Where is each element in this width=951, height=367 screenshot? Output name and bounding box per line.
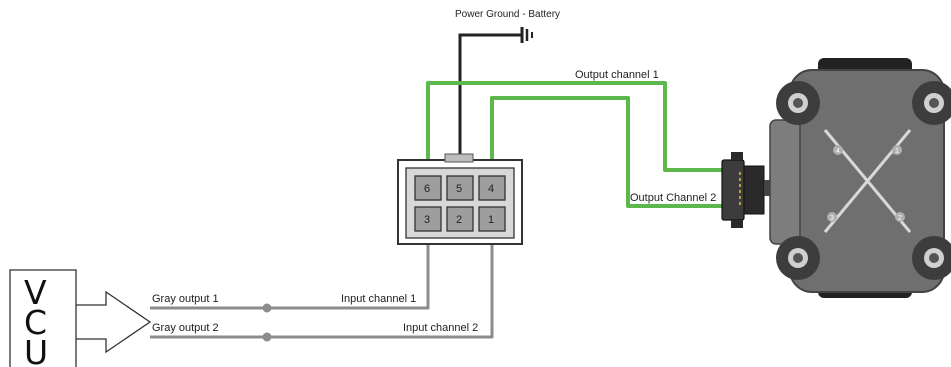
coil-connector-plug (721, 152, 770, 228)
cylinder-number-1: 1 (895, 148, 899, 155)
vcu-letter-c: C (24, 303, 47, 342)
ground-symbol-icon (520, 27, 533, 43)
pin-label-4: 4 (488, 183, 494, 195)
gray-output-2-label: Gray output 2 (152, 322, 219, 334)
cylinder-number-3: 3 (830, 215, 834, 222)
cylinder-number-4: 4 (836, 148, 840, 155)
coil-cylinder-marker (895, 212, 905, 222)
input-channel-2-label: Input channel 2 (403, 322, 478, 334)
coil-cylinder-marker (892, 145, 902, 155)
gray-output-1-label: Gray output 1 (152, 293, 219, 305)
ground-wire (458, 33, 522, 160)
vcu-letter-v: V (24, 273, 47, 312)
coil-cylinder-marker (833, 145, 843, 155)
six-pin-connector: 6 5 4 3 2 1 (397, 153, 523, 245)
pin-label-5: 5 (456, 183, 462, 195)
input-channel-1-label: Input channel 1 (341, 293, 416, 305)
coil-mount-bolt (776, 81, 820, 125)
output-channel-1-label: Output channel 1 (575, 69, 659, 81)
power-ground-label: Power Ground - Battery (455, 9, 560, 20)
output-channel-2-wire (490, 96, 740, 208)
ignition-coil: 4 1 3 2 (721, 58, 951, 298)
pin-label-2: 2 (456, 214, 462, 226)
wire-junction-dot (262, 303, 272, 313)
vcu-block: V C U (9, 269, 152, 367)
wire-junction-dot (262, 332, 272, 342)
cylinder-number-2: 2 (898, 215, 902, 222)
connector-pin (446, 175, 474, 201)
coil-mount-bolt (912, 81, 951, 125)
coil-mount-bolt (776, 236, 820, 280)
pin-label-3: 3 (424, 214, 430, 226)
connector-pin (478, 206, 506, 232)
connector-pin (414, 206, 442, 232)
vcu-letter-u: U (24, 333, 48, 367)
output-channel-1-wire (426, 81, 740, 176)
connector-pin (446, 206, 474, 232)
connector-pin (478, 175, 506, 201)
connector-pin (414, 175, 442, 201)
input-channel-1-wire (150, 226, 430, 310)
pin-label-6: 6 (424, 183, 430, 195)
coil-cylinder-marker (827, 212, 837, 222)
vcu-outline (9, 269, 152, 367)
output-channel-2-label: Output Channel 2 (630, 192, 716, 204)
coil-mount-bolt (912, 236, 951, 280)
pin-label-1: 1 (488, 214, 494, 226)
